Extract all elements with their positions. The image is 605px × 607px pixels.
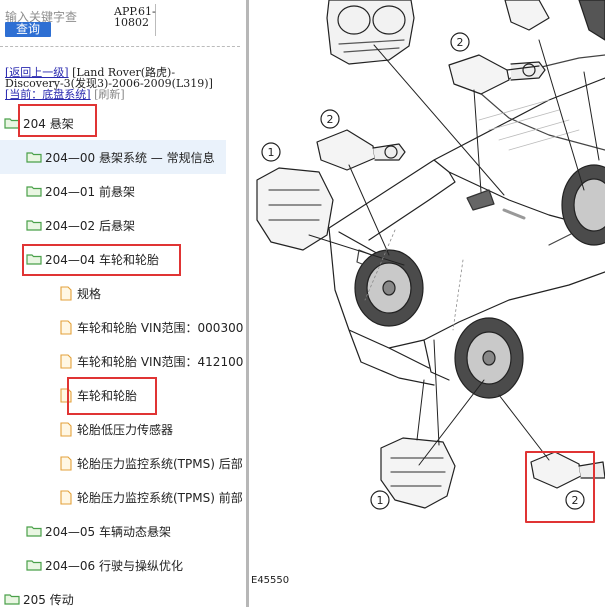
tree-item-tpms-front[interactable]: 轮胎压力监控系统(TPMS) 前部 bbox=[0, 480, 246, 514]
tree-item-204-04[interactable]: 204—04 车轮和轮胎 bbox=[0, 242, 246, 276]
nav-panel: 输入关键字查 查询 APP.61- 10802 [返回上一级] [Land Ro… bbox=[0, 0, 246, 607]
document-icon bbox=[60, 421, 72, 437]
breadcrumb: [返回上一级] [Land Rover(路虎)- Discovery-3(发现3… bbox=[5, 67, 245, 100]
back-link[interactable]: [返回上一级] bbox=[5, 66, 69, 79]
tree-item-204-01[interactable]: 204—01 前悬架 bbox=[0, 174, 246, 208]
tree-item-tpms-rear[interactable]: 轮胎压力监控系统(TPMS) 后部 bbox=[0, 446, 246, 480]
tpms-sensor-mid bbox=[316, 129, 406, 171]
document-icon bbox=[60, 455, 72, 471]
tree-item-205-drive[interactable]: 205 传动 bbox=[0, 582, 246, 607]
tree-item-spec[interactable]: 规格 bbox=[0, 276, 246, 310]
figure-id: E45550 bbox=[251, 575, 290, 586]
instrument-cluster bbox=[326, 0, 415, 65]
folder-icon bbox=[26, 526, 42, 537]
highlight-box bbox=[525, 451, 595, 523]
folder-icon bbox=[4, 594, 20, 605]
folder-icon bbox=[26, 220, 42, 231]
svg-text:2: 2 bbox=[327, 113, 334, 126]
current-category-link[interactable]: [当前：底盘系统] bbox=[5, 88, 91, 101]
svg-text:1: 1 bbox=[377, 494, 384, 507]
highlight-box bbox=[22, 244, 181, 276]
folder-icon bbox=[26, 186, 42, 197]
document-icon bbox=[60, 319, 72, 335]
tree-item-wheels-vin-2[interactable]: 车轮和轮胎 VIN范围：412100 bbox=[0, 344, 246, 378]
tree-item-204-06[interactable]: 204—06 行驶与操纵优化 bbox=[0, 548, 246, 582]
tpms-sensor-lower bbox=[530, 451, 605, 489]
breadcrumb-path: Discovery-3(发现3)-2006-2009(L319)] bbox=[5, 77, 213, 90]
callout: 2 bbox=[565, 490, 585, 510]
divider bbox=[0, 46, 240, 47]
refresh-link[interactable]: [刷新] bbox=[94, 88, 125, 101]
doc-code: APP.61- 10802 bbox=[114, 5, 156, 29]
tpms-diagram: 2 2 1 1 2 bbox=[256, 0, 605, 523]
svg-text:2: 2 bbox=[572, 494, 579, 507]
diagram-panel: 2 2 1 1 2 E45550 bbox=[249, 0, 605, 607]
tree-item-204-02[interactable]: 204—02 后悬架 bbox=[0, 208, 246, 242]
sensor-bracket-lower bbox=[380, 437, 456, 509]
folder-icon bbox=[26, 560, 42, 571]
divider bbox=[155, 4, 156, 36]
folder-icon bbox=[26, 152, 42, 163]
sensor-bracket-upper bbox=[256, 167, 334, 251]
callout: 1 bbox=[370, 490, 390, 510]
document-icon bbox=[60, 489, 72, 505]
tree-item-204-05[interactable]: 204—05 车辆动态悬架 bbox=[0, 514, 246, 548]
rear-wheel bbox=[454, 317, 524, 399]
front-right-wheel bbox=[561, 164, 605, 246]
svg-text:2: 2 bbox=[457, 36, 464, 49]
tree-item-wheels-vin-1[interactable]: 车轮和轮胎 VIN范围：000300 bbox=[0, 310, 246, 344]
tree-item-low-pressure-sensor[interactable]: 轮胎低压力传感器 bbox=[0, 412, 246, 446]
highlight-box bbox=[67, 377, 157, 415]
callout: 1 bbox=[261, 142, 281, 162]
sensor-mount bbox=[466, 189, 495, 211]
tpms-sensor-upper bbox=[448, 54, 546, 95]
callout: 2 bbox=[320, 109, 340, 129]
front-wheel bbox=[354, 249, 424, 327]
document-icon bbox=[60, 285, 72, 301]
panel-splitter[interactable] bbox=[246, 0, 249, 607]
svg-text:1: 1 bbox=[268, 146, 275, 159]
breadcrumb-path: [Land Rover(路虎)- bbox=[72, 66, 176, 79]
search-button[interactable]: 查询 bbox=[5, 22, 51, 37]
folder-open-icon bbox=[26, 254, 42, 265]
document-icon bbox=[60, 353, 72, 369]
leader-line bbox=[308, 39, 600, 466]
callout: 2 bbox=[450, 32, 470, 52]
search-input[interactable]: 输入关键字查 bbox=[5, 10, 78, 24]
tree-item-204-00[interactable]: 204—00 悬架系统 — 常规信息 bbox=[0, 140, 226, 174]
highlight-box bbox=[18, 104, 97, 137]
